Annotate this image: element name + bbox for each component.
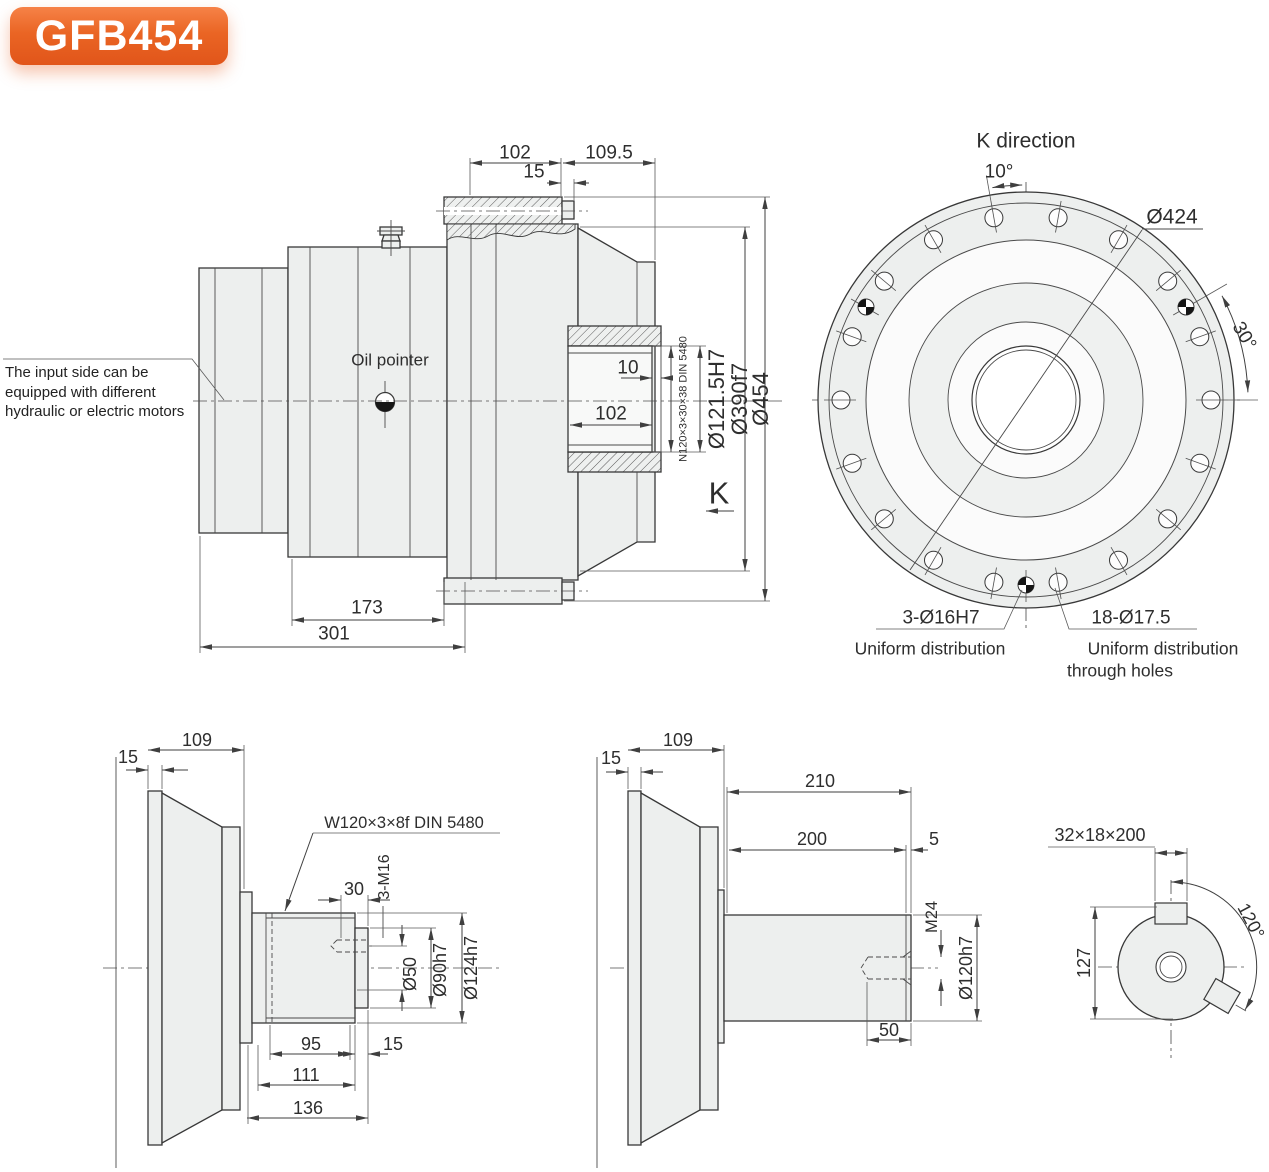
note-line-1: The input side can be <box>5 364 149 381</box>
spline-spec-main: N120×3×30×38 DIN 5480 <box>677 336 690 462</box>
plain-shaft-view <box>627 790 912 1146</box>
dia-bore-label: Ø121.5H7 <box>704 348 729 450</box>
oil-pointer-label: Oil pointer <box>351 350 429 370</box>
pin-holes-note: Uniform distribution <box>854 638 1006 659</box>
plain-shaft-dimensions <box>606 747 980 1043</box>
spline-dim-15-flange: 15 <box>117 747 139 767</box>
dia-124-label: Ø124h7 <box>461 935 481 1001</box>
spline-spec-label: W120×3×8f DIN 5480 <box>324 813 484 832</box>
note-line-3: hydraulic or electric motors <box>5 403 185 420</box>
spline-shaft-dimensions <box>126 747 465 1121</box>
thread-3-m16-label: 3-M16 <box>376 854 393 900</box>
k-direction-view <box>817 175 1258 630</box>
main-view-dimensions <box>200 160 768 650</box>
dia-120-label: Ø120h7 <box>956 935 976 1001</box>
input-side-note: The input side can be equipped with diff… <box>5 363 217 422</box>
k-arrow-label: K <box>708 475 730 511</box>
shaft-end-view <box>1048 846 1258 1021</box>
dim-173: 173 <box>351 597 383 619</box>
main-side-view <box>198 196 662 605</box>
angle-10-label: 10° <box>984 161 1014 183</box>
spline-dim-109: 109 <box>181 730 213 750</box>
key-spec-label: 32×18×200 <box>1054 825 1146 845</box>
spline-shaft-extensions <box>147 745 500 1124</box>
dim-301: 301 <box>318 623 350 645</box>
spline-dim-111: 111 <box>292 1065 320 1085</box>
dim-15-top: 15 <box>523 161 545 183</box>
plain-dim-200: 200 <box>796 829 828 849</box>
dim-102-top: 102 <box>499 142 531 164</box>
pin-holes-label: 3-Ø16H7 <box>902 607 980 629</box>
thread-m24-label: M24 <box>922 900 941 934</box>
model-badge-label: GFB454 <box>34 11 204 60</box>
plain-dim-50: 50 <box>878 1020 900 1040</box>
k-view-dimensions <box>992 182 1251 393</box>
through-holes-label: 18-Ø17.5 <box>1091 607 1171 629</box>
spline-dim-95: 95 <box>300 1034 322 1054</box>
main-view-detail-lines <box>214 220 662 580</box>
note-line-2: equipped with different <box>5 383 156 401</box>
hole-tick-lines <box>824 200 1228 602</box>
main-view-extension-lines <box>3 158 770 653</box>
through-holes-note-1: Uniform distribution <box>1087 638 1239 659</box>
dim-10: 10 <box>617 357 639 379</box>
through-holes-note-2: through holes <box>1066 660 1174 681</box>
dia-454-label: Ø454 <box>748 372 773 426</box>
dia-50-label: Ø50 <box>400 956 420 992</box>
spline-shaft-view <box>147 790 369 1146</box>
dim-109-5: 109.5 <box>585 142 633 164</box>
model-badge: GFB454 <box>10 7 228 65</box>
k-direction-title: K direction <box>976 129 1076 153</box>
plain-dim-109: 109 <box>662 730 694 750</box>
plain-dim-210: 210 <box>804 771 836 791</box>
plain-dim-15-flange: 15 <box>600 748 622 768</box>
pin-holes <box>857 298 1195 594</box>
plain-shaft-detail <box>596 757 912 1168</box>
dia-424-label: Ø424 <box>1146 205 1198 229</box>
oil-pointer-symbol <box>374 391 396 413</box>
plain-shaft-extensions <box>627 745 982 1046</box>
dim-127-label: 127 <box>1074 947 1094 979</box>
spline-dim-30: 30 <box>343 879 365 899</box>
dia-90-label: Ø90h7 <box>430 942 450 998</box>
spline-shaft-detail <box>115 757 384 1168</box>
spline-dim-15-step: 15 <box>382 1034 404 1054</box>
plain-dim-5: 5 <box>928 829 940 849</box>
k-view-leaders <box>876 175 1258 630</box>
dim-102-bore: 102 <box>595 403 627 425</box>
spline-dim-136: 136 <box>292 1098 324 1118</box>
